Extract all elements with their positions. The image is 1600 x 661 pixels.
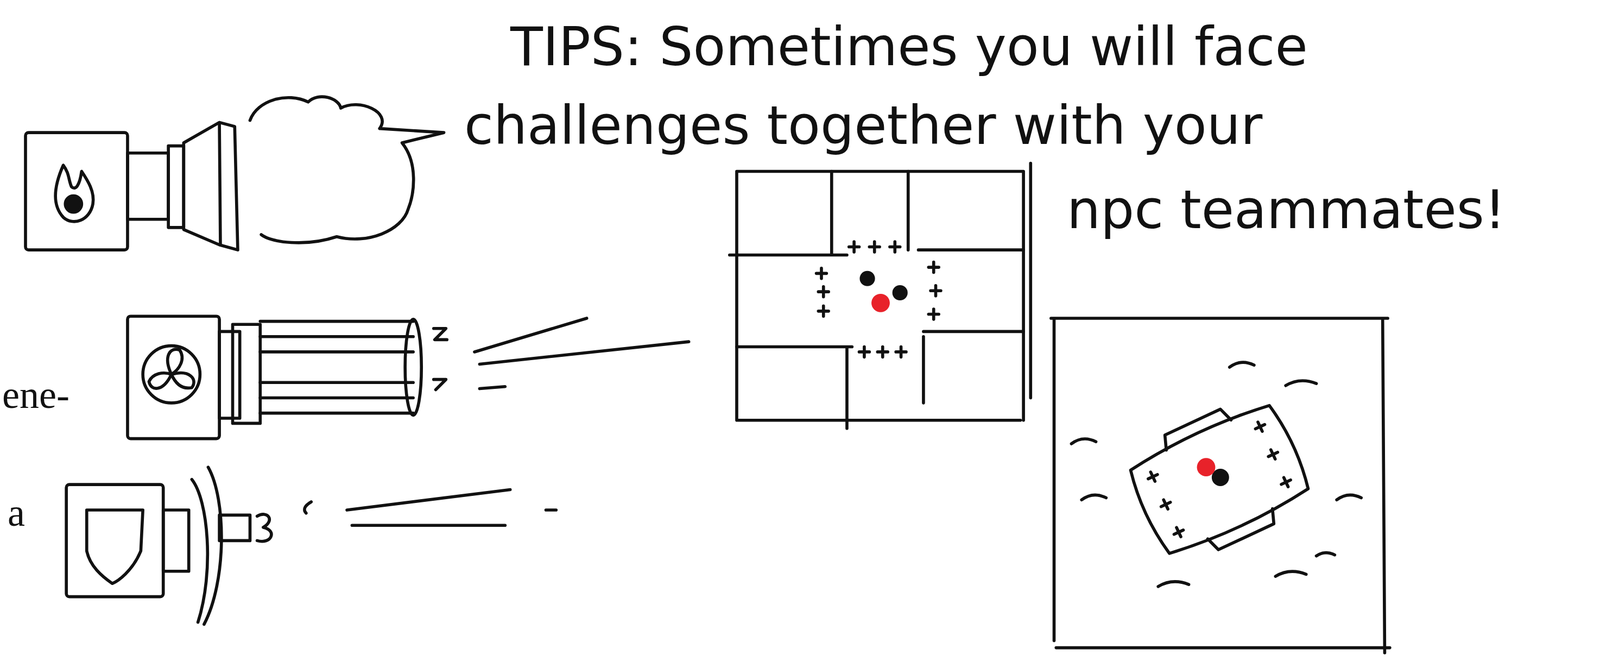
maze-map-stroke <box>859 346 907 358</box>
maze-map-stroke <box>893 286 907 300</box>
shield-cannon-stroke <box>257 514 272 542</box>
wind-cannon-stroke <box>232 324 261 423</box>
wind-cannon-stroke <box>405 319 422 416</box>
shield-cannon-stroke <box>191 466 222 624</box>
maze-map <box>729 162 1031 428</box>
shield-cannon-stroke <box>346 489 556 526</box>
wind-cannon-stroke <box>142 345 200 403</box>
boat-scene-stroke <box>1051 318 1390 653</box>
fire-cannon-stroke <box>65 195 82 213</box>
shield-cannon-stroke <box>304 501 312 514</box>
fire-cannon-stroke <box>219 123 221 245</box>
boat-scene-stroke <box>1118 387 1320 571</box>
maze-map-stroke <box>736 171 1024 421</box>
wind-cannon-stroke <box>260 321 414 414</box>
boat-scene <box>1051 318 1390 653</box>
fire-cannon <box>25 96 445 250</box>
fire-cannon-stroke <box>183 122 238 250</box>
maze-map-stroke <box>871 293 890 313</box>
boat-scene-stroke-stroke <box>1124 398 1315 560</box>
tip-note-line: TIPS: Sometimes you will face <box>510 16 1325 78</box>
wind-cannon-stroke <box>474 318 689 389</box>
shield-cannon-stroke <box>86 509 143 584</box>
shield-cannon-stroke <box>163 509 189 572</box>
page-fragment-text: a <box>7 491 25 535</box>
fire-cannon-stroke <box>249 96 444 243</box>
fire-cannon-stroke <box>168 146 184 228</box>
wind-cannon-stroke <box>219 331 240 419</box>
maze-map-stroke <box>861 272 874 285</box>
maze-map-stroke <box>736 162 1031 428</box>
wind-cannon-stroke <box>167 349 183 375</box>
wind-cannon <box>127 315 689 439</box>
shield-cannon-stroke <box>66 484 164 597</box>
tip-note-line: challenges together with your <box>464 95 1280 157</box>
boat-scene-stroke <box>1071 362 1362 587</box>
maze-map-stroke <box>729 171 1024 256</box>
maze-map-stroke <box>816 268 830 316</box>
wind-cannon-stroke <box>433 328 447 390</box>
fire-cannon-stroke <box>127 153 169 220</box>
fire-cannon-stroke <box>55 165 93 222</box>
shield-cannon-stroke <box>219 514 250 541</box>
tip-note-line: npc teammates! <box>1066 179 1506 241</box>
maze-map-stroke <box>849 241 901 252</box>
fire-cannon-stroke <box>25 132 128 250</box>
maze-map-stroke <box>928 262 941 320</box>
wind-cannon-stroke <box>148 372 172 389</box>
boat-scene-stroke-stroke <box>1146 419 1293 539</box>
page-fragment-text: ene- <box>2 373 70 417</box>
wind-cannon-stroke <box>171 372 194 389</box>
boat-scene-stroke <box>1213 470 1228 485</box>
wind-cannon-stroke <box>127 315 220 439</box>
boat-scene-stroke <box>1197 457 1216 477</box>
shield-cannon <box>66 466 556 624</box>
